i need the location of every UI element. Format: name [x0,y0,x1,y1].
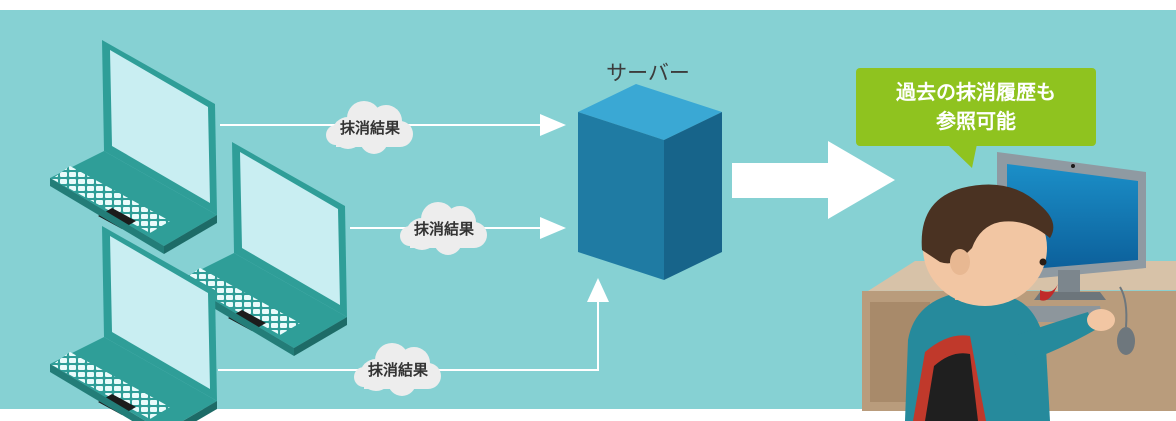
arrow-icon [540,114,566,136]
mouse-icon [1117,327,1135,355]
flow-label: 抹消結果 [368,361,429,379]
server-label: サーバー [606,61,690,85]
person-icon [905,184,1115,421]
server-icon [578,84,722,280]
arrow-icon [587,278,609,302]
flow-cloud-top: 抹消結果 [326,101,413,154]
flow-label: 抹消結果 [340,119,401,137]
connector-bottom [218,300,599,371]
flow-label: 抹消結果 [414,220,475,238]
speech-bubble: 過去の抹消履歴も 参照可能 [856,68,1096,168]
bubble-line-1: 過去の抹消履歴も [896,80,1056,104]
big-arrow-icon [732,141,895,219]
arrow-icon [540,217,566,239]
flow-arrowheads [540,114,609,302]
mouse-cable [1119,286,1128,328]
bubble-line-2: 参照可能 [936,109,1016,133]
flow-cloud-middle: 抹消結果 [400,202,487,255]
flow-cloud-bottom: 抹消結果 [354,343,441,396]
